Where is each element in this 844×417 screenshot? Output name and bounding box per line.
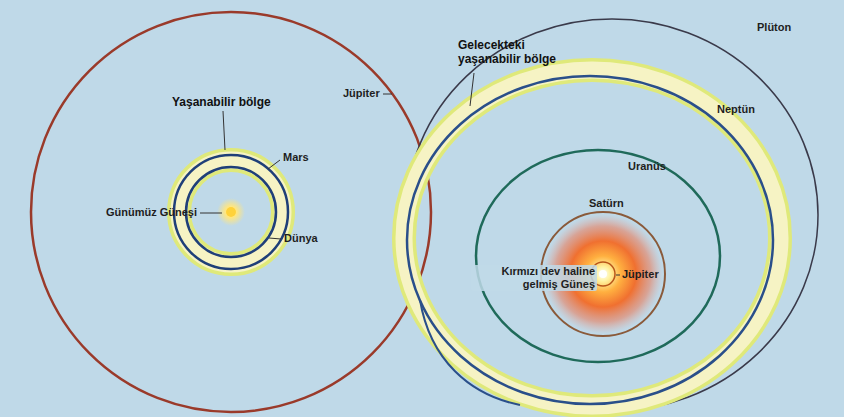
planet-label: Plüton [757, 21, 791, 34]
zone-label: Yaşanabilir bölge [172, 95, 271, 109]
earth-orbit [186, 167, 276, 257]
neptune-orbit [407, 76, 773, 404]
zone-label: Gelecekteki yaşanabilir bölge [458, 38, 570, 66]
uranus-orbit [476, 150, 720, 362]
sun-core [599, 270, 607, 278]
future-habitable-zone-core [404, 70, 780, 406]
planet-label: Jüpiter [343, 87, 380, 100]
planet-label: Jüpiter [622, 268, 659, 281]
planet-label: Uranüs [628, 160, 666, 173]
jupiter-orbit [31, 12, 431, 412]
sun-label: Günümüz Güneşi [106, 206, 197, 219]
future-habitable-zone [404, 70, 780, 406]
leader-lines [200, 94, 392, 239]
sun [226, 207, 236, 217]
planet-label: Satürn [589, 197, 624, 210]
neptune-orbit-crossing [420, 300, 520, 405]
planet-label: Mars [283, 151, 309, 164]
leader-lines-right [470, 73, 620, 275]
sun-glow [217, 198, 245, 226]
planet-label: Dünya [284, 232, 318, 245]
sun-label: Kırmızı dev haline gelmiş Güneş [471, 265, 597, 291]
planet-label: Neptün [717, 103, 755, 116]
